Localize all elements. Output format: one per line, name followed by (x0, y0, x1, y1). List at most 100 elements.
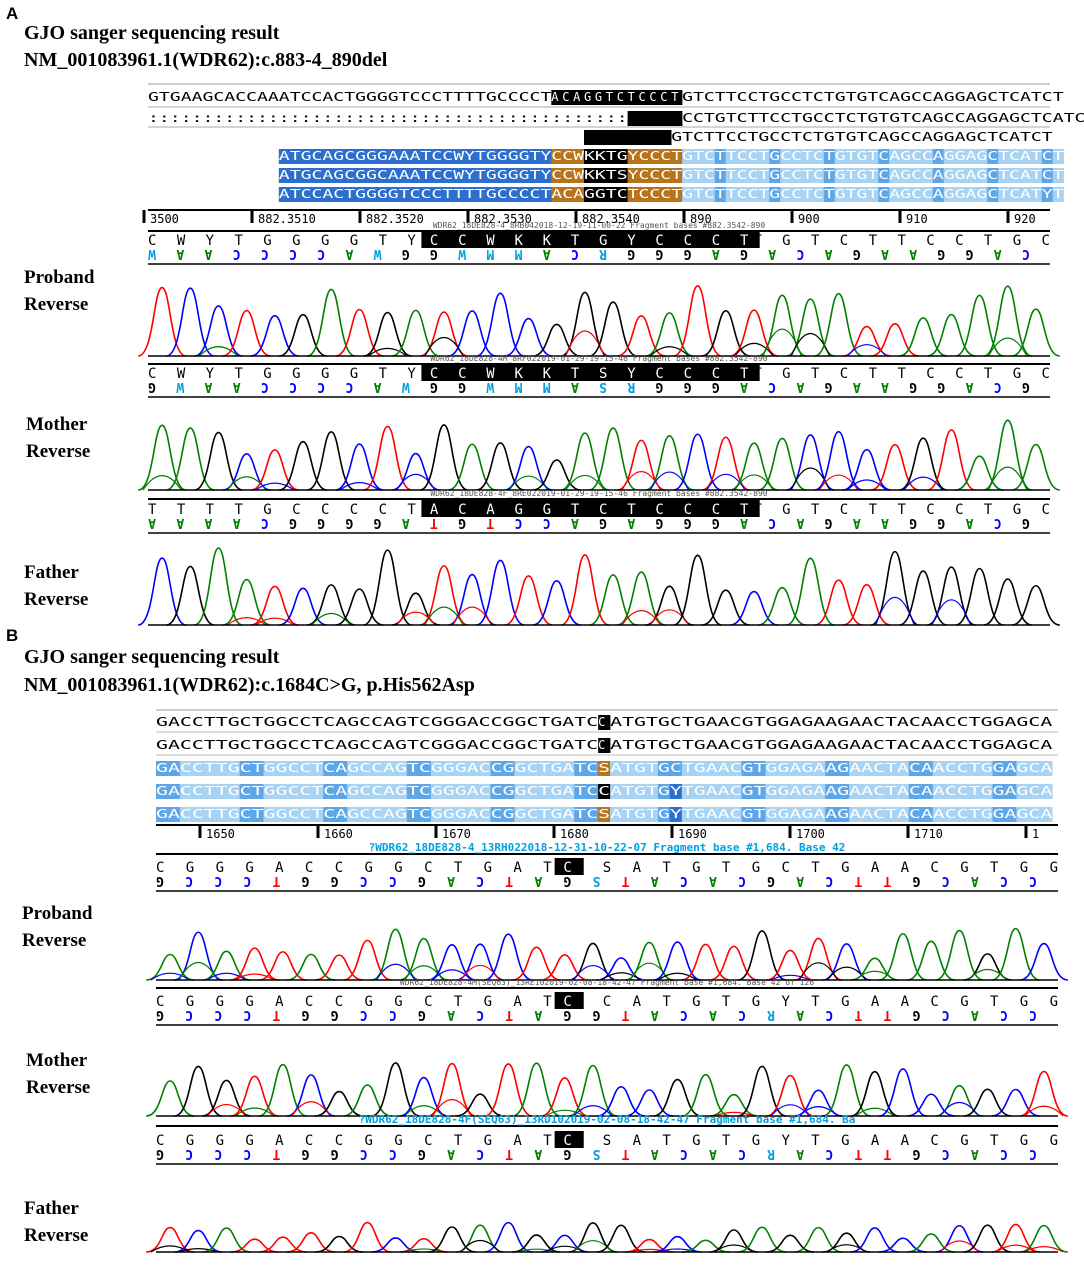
aln-a-read-row-hl (464, 149, 476, 164)
track-b-1-rc-base: G (331, 1007, 339, 1022)
aln-a-read-row-hl (366, 187, 378, 202)
aln-b-read-row-hl (1016, 761, 1029, 776)
track-a-0-hl-base: W (486, 233, 495, 249)
aln-b-read-row-hl (454, 807, 467, 822)
aln-a-read-row-hl (856, 149, 868, 164)
aln-a-read-row-hl (278, 168, 290, 183)
aln-b-read-row-hl (944, 784, 957, 799)
track-a-1-chrom-peak (363, 425, 412, 491)
aln-a-read-row-hl (889, 149, 901, 164)
track-b-0-rc-base: A (651, 873, 659, 888)
track-a-1-chrom-peak (476, 442, 525, 491)
track-a-0-chrom-peak (1011, 308, 1061, 357)
track-a-0-chrom-minor-peak (847, 344, 887, 357)
aln-a-read-row-hl (932, 168, 944, 183)
aln-a-read-row-hl (932, 187, 944, 202)
track-b-1-chrom-minor-peak (770, 1104, 810, 1117)
aln-b-read-row-hl (395, 807, 408, 822)
track-a-1-rc-base: A (796, 379, 804, 394)
track-b-0-rc-base: C (738, 873, 746, 888)
track-a-1-rc-base: G (148, 379, 156, 394)
aln-a-read-row-hl (398, 168, 410, 183)
aln-b-read-row-hl (371, 807, 384, 822)
aln-a-trim-row-hl (638, 130, 650, 145)
track-b-2-rc-base: G (301, 1146, 309, 1161)
aln-a-read-row-hl (431, 168, 443, 183)
aln-a-read-row-hl (496, 187, 508, 202)
track-a-2-hl-base: T (740, 502, 749, 518)
aln-a-read-row-hl (420, 187, 432, 202)
aln-a-read-row-hl (300, 187, 312, 202)
aln-b-read-row-hl (215, 784, 228, 799)
track-b-2-chrom-minor-peak (460, 1239, 500, 1253)
track-b-2-bases: CGGGACCGGCTGATCSATGTGYTGAACGTGG (156, 1133, 1058, 1149)
aln-a-read-row-hl (398, 187, 410, 202)
aln-a-read-row-hl (420, 168, 432, 183)
aln-b-read-row-hl (884, 761, 898, 776)
aln-a-read-row-hl (518, 168, 530, 183)
aln-a-read-row-hl (878, 168, 890, 183)
track-b-2-chrom-peak (1019, 1224, 1068, 1253)
track-a-1-rc-base: A (740, 379, 748, 394)
aln-a-read-row-hl (366, 149, 378, 164)
aln-a-trim-row-hl (627, 130, 639, 145)
aln-b-read-row-hl (550, 784, 563, 799)
track-a-1-rc-base: G (430, 379, 438, 394)
aln-b-read-row-hl (430, 761, 444, 776)
aln-b-read-row-hl (203, 761, 217, 776)
aln-b-read-row-hl (873, 807, 886, 822)
track-b-1-chrom-minor-peak (939, 1101, 979, 1117)
track-a-2-rc-base: C (768, 515, 776, 530)
track-a-1-chrom-peak (137, 424, 187, 491)
aln-b-read-row-hl (705, 784, 718, 799)
track-b-1-rc-base: G (301, 1007, 309, 1022)
track-b-0-rc-base: A (447, 873, 455, 888)
aln-b-read-row-hl (1040, 761, 1053, 776)
aln-a-read-row-hl (562, 149, 574, 164)
track-b-1-chrom-peak (371, 1062, 420, 1117)
track-a-0-hl-base: K (514, 233, 523, 249)
aln-b-read-row-hl (992, 807, 1005, 822)
aln-b-read-row-hl (586, 761, 599, 776)
track-b-2-chrom-peak (850, 1227, 899, 1253)
track-a-2-rc-base: A (853, 515, 861, 530)
aln-a-read-row-hl (769, 187, 781, 202)
aln-a-read-row-hl (300, 149, 312, 164)
track-b-1-chrom-peak (174, 1065, 223, 1117)
track-b-1-chrom-peak (286, 1074, 336, 1117)
aln-a-read-row-hl (747, 168, 759, 183)
aln-a-read-row-hl (562, 187, 574, 202)
aln-a-read-row-hl (834, 168, 846, 183)
track-a-2-chrom-peak (955, 567, 1004, 626)
track-a-2-rc-base: T (430, 515, 438, 530)
aln-a-ref-del-base: T (628, 90, 635, 104)
aln-a-read-row-hl (954, 187, 966, 202)
track-a-2-hl-base: A (486, 502, 495, 518)
aln-a-read-row-hl (453, 168, 465, 183)
aln-a-read-row-hl (627, 187, 639, 202)
track-b-1-rc-base: T (272, 1007, 280, 1022)
aln-a-read-row-hl (594, 149, 607, 164)
aln-a-read-row-hl (355, 187, 367, 202)
aln-b-read-row-hl (801, 761, 814, 776)
track-b-2-chrom-minor-peak (996, 1244, 1036, 1253)
aln-b-read-row-hl (323, 807, 336, 822)
track-b-2-chrom-peak (456, 1224, 505, 1253)
track-b-1-chrom-minor-peak (545, 1109, 585, 1117)
track-a-0-chrom-peak (532, 323, 581, 357)
track-a-1-chrom-minor-peak (847, 479, 887, 491)
aln-a-read-row-hl (551, 187, 563, 202)
aln-a-ref-row-hl (649, 90, 661, 105)
aln-a-read-row-hl (878, 149, 890, 164)
track-b-2-rc-base: G (156, 1146, 164, 1161)
track-b-2-rc-base: C (243, 1146, 251, 1161)
aln-a-read-row-hl (976, 149, 988, 164)
track-b-0-chrom-peak (963, 953, 1012, 981)
aln-a-read-row-hl (856, 187, 868, 202)
track-a-0-hl-base: K (543, 233, 552, 249)
aln-a-read-row-hl (573, 187, 585, 202)
track-b-2-hl-base: C (563, 1133, 571, 1149)
aln-b-read-row-hl (801, 784, 814, 799)
track-b-0-rc-base: C (185, 873, 193, 888)
aln-b-read-row-hl (789, 784, 802, 799)
